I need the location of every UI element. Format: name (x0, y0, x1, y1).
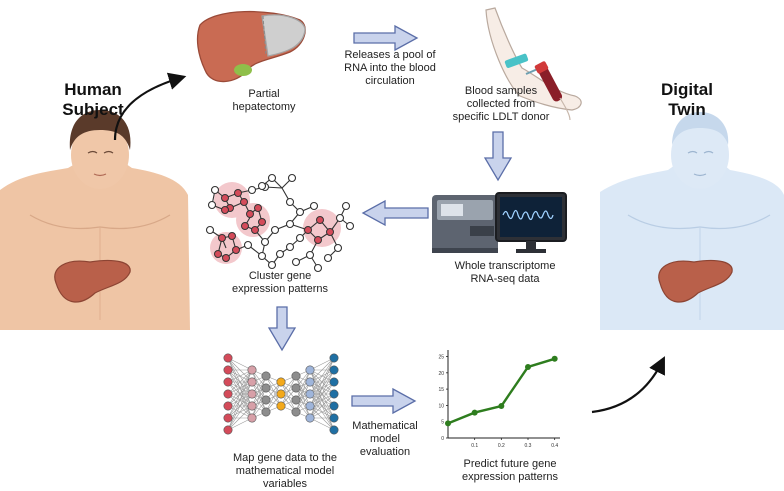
predict-future-label: Predict future gene expression patterns (462, 458, 558, 483)
digital-twin-figure (600, 112, 784, 330)
y-tick-label: 15 (438, 387, 444, 393)
human-subject-figure (0, 110, 190, 330)
gene-network-icon (205, 173, 355, 273)
monitor-icon (495, 192, 567, 253)
subject-liver-icon (54, 259, 131, 303)
x-tick-label: 0.2 (498, 443, 505, 449)
y-tick-label: 5 (441, 420, 444, 426)
arrow-down-2-icon (267, 306, 297, 352)
arrow-left-1-icon (361, 199, 429, 227)
sequencer-icon (432, 195, 498, 253)
whole-transcriptome-label: Whole transcriptome RNA-seq data (454, 260, 556, 285)
x-tick-label: 0.4 (551, 443, 558, 449)
arrow-down-1-icon (483, 131, 513, 182)
map-gene-label: Map gene data to the mathematical model … (233, 452, 337, 490)
twin-liver-icon (658, 259, 733, 303)
x-tick-label: 0.1 (471, 443, 478, 449)
blood-sample-arm-icon (485, 7, 582, 121)
math-eval-label: Mathematical model evaluation (352, 420, 418, 458)
human-subject-title: Human Subject (62, 80, 124, 119)
data-point (498, 403, 505, 410)
data-point (445, 420, 451, 427)
curved-arrow-up-icon (113, 72, 187, 141)
series-line (447, 357, 556, 425)
curved-arrow-twin-icon (591, 356, 665, 414)
digital-twin-title: Digital Twin (661, 80, 713, 119)
y-tick-label: 20 (438, 371, 444, 377)
y-tick-label: 0 (441, 436, 444, 442)
arrow-right-1-icon (353, 24, 419, 52)
x-tick-label: 0.3 (525, 443, 532, 449)
releases-rna-label: Releases a pool of RNA into the blood ci… (344, 49, 436, 87)
partial-hepatectomy-label: Partial hepatectomy (232, 88, 296, 113)
data-point (525, 363, 531, 370)
arrow-right-2-icon (351, 387, 417, 415)
prediction-chart: 0 5 10 15 20 25 0.1 0.2 0.3 0.4 (438, 350, 560, 449)
cluster-gene-label: Cluster gene expression patterns (232, 270, 328, 295)
blood-samples-label: Blood samples collected from specific LD… (452, 85, 550, 123)
data-point (551, 355, 558, 362)
y-tick-label: 25 (438, 355, 444, 361)
partial-liver-icon (196, 10, 306, 83)
neural-network-icon (223, 353, 339, 435)
data-point (471, 409, 478, 416)
y-tick-label: 10 (438, 403, 444, 409)
